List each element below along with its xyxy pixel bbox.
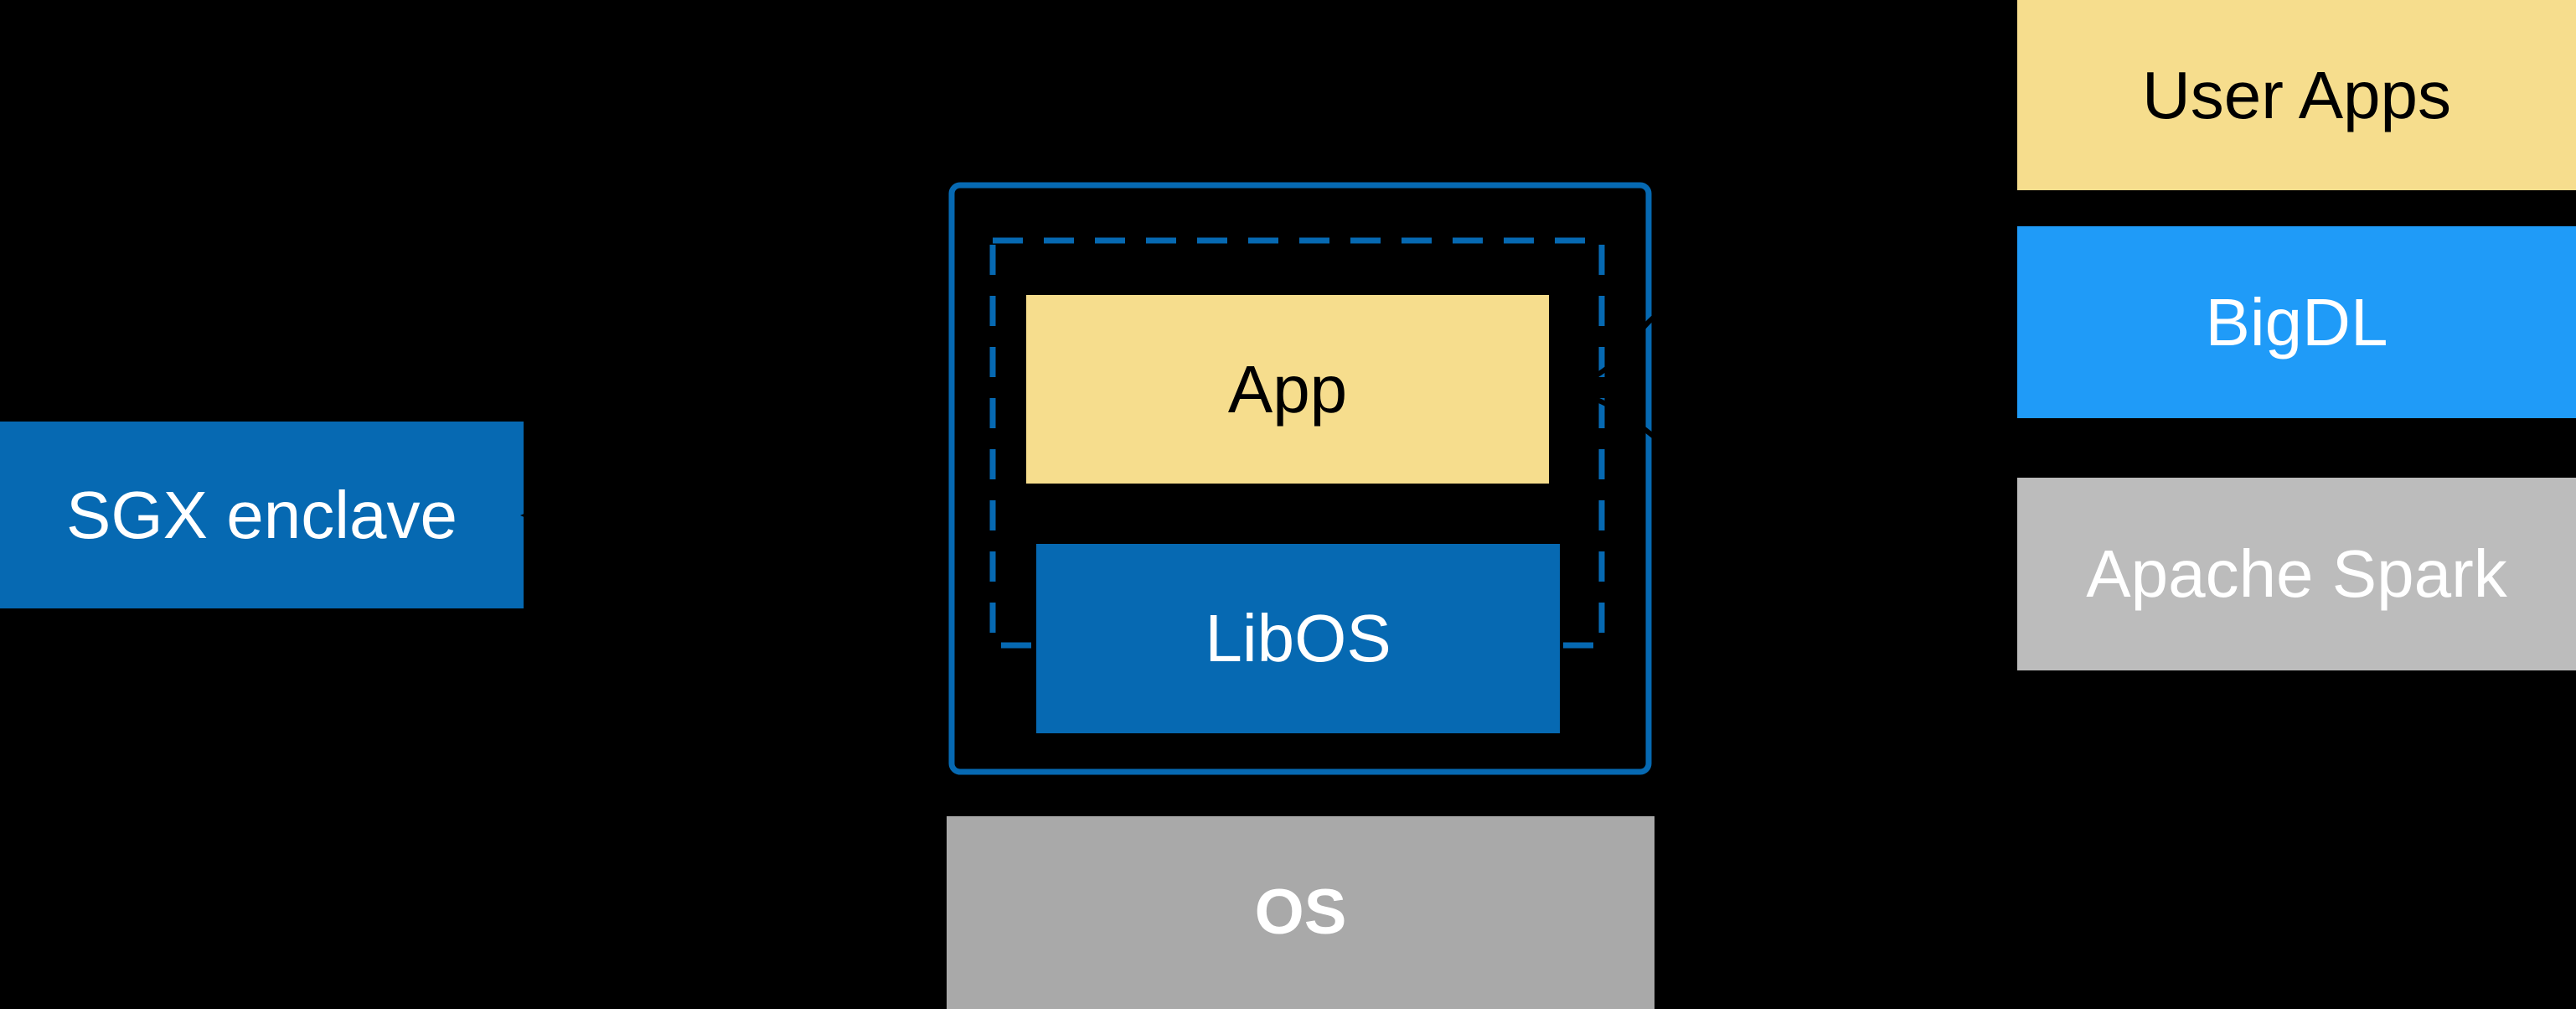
bigdl-box: BigDL [2017, 226, 2576, 418]
bigdl-label: BigDL [2205, 284, 2388, 360]
app-label: App [1227, 351, 1348, 427]
libos-box: LibOS [1036, 544, 1560, 733]
arrow-spark-to-app [1572, 389, 2011, 551]
os-box: OS [947, 816, 1655, 1009]
user-apps-label: User Apps [2141, 57, 2452, 132]
sgx-enclave-label: SGX enclave [66, 477, 457, 552]
libos-label: LibOS [1205, 601, 1391, 675]
arrow-bigdl-to-app [1551, 287, 2012, 401]
arrow-enclave-to-sgx-label-head-icon [520, 503, 550, 528]
user-apps-box: User Apps [2017, 0, 2576, 190]
os-label: OS [1254, 877, 1347, 948]
apache-spark-label: Apache Spark [2086, 536, 2507, 611]
sgx-enclave-label-box: SGX enclave [0, 422, 524, 608]
app-box: App [1026, 295, 1549, 484]
apache-spark-box: Apache Spark [2017, 478, 2576, 670]
arrow-enclave-to-sgx-label [520, 503, 938, 528]
arrow-bigdl-to-app-line [1576, 287, 2012, 387]
arrow-bigdl-to-app-head-icon [1551, 374, 1580, 401]
arrow-spark-to-app-line [1572, 389, 2011, 551]
